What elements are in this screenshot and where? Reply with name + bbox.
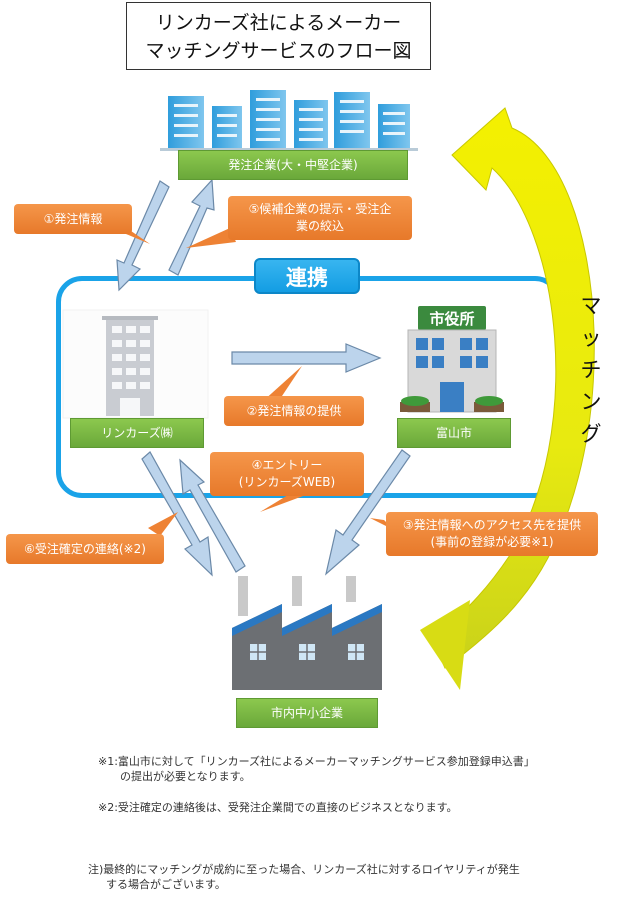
footnote-3-line-1: 注)最終的にマッチングが成約に至った場合、リンカーズ社に対するロイヤリティが発生 xyxy=(88,863,520,876)
footnote-1: ※1:富山市に対して「リンカーズ社によるメーカーマッチングサービス参加登録申込書… xyxy=(98,754,598,784)
arrow-sme-to-linkers xyxy=(179,458,246,573)
step-5-callout: ⑤候補企業の提示・受注企 業の絞込 xyxy=(228,196,412,240)
office-buildings-icon xyxy=(160,90,418,151)
step-3-line-1: ③発注情報へのアクセス先を提供 xyxy=(402,518,582,532)
flow-arrows xyxy=(116,178,411,577)
node-city: 富山市 xyxy=(397,418,511,448)
step-4-line-2: (リンカーズWEB) xyxy=(238,475,336,489)
matching-label: マッチング xyxy=(576,290,606,450)
step-6-callout: ⑥受注確定の連絡(※2) xyxy=(6,534,164,564)
step-4-callout: ④エントリー (リンカーズWEB) xyxy=(210,452,364,496)
factory-icon xyxy=(232,576,382,690)
footnote-1-line-2: の提出が必要となります。 xyxy=(120,770,251,783)
matching-label-char: ン xyxy=(580,390,602,414)
diagram-title: リンカーズ社によるメーカー マッチングサービスのフロー図 xyxy=(126,2,431,70)
step-4-line-1: ④エントリー xyxy=(251,458,323,472)
arrow-linkers-to-orderers xyxy=(168,178,215,276)
matching-label-char: チ xyxy=(580,358,602,382)
office-building-icon xyxy=(62,309,209,419)
title-line-1: リンカーズ社によるメーカー xyxy=(155,12,402,34)
footnote-2: ※2:受注確定の連絡後は、受発注企業間での直接のビジネスとなります。 xyxy=(98,801,458,814)
node-linkers: リンカーズ㈱ xyxy=(70,418,204,448)
footnote-3: 注)最終的にマッチングが成約に至った場合、リンカーズ社に対するロイヤリティが発生… xyxy=(88,862,608,892)
matching-label-char: グ xyxy=(580,422,602,446)
step-3-callout: ③発注情報へのアクセス先を提供 (事前の登録が必要※1) xyxy=(386,512,598,556)
footnote-3-line-2: する場合がございます。 xyxy=(106,878,226,891)
city-hall-sign: 市役所 xyxy=(429,310,474,328)
node-sme: 市内中小企業 xyxy=(236,698,378,728)
title-line-2: マッチングサービスのフロー図 xyxy=(145,40,412,62)
collaboration-label: 連携 xyxy=(254,258,360,294)
arrow-city-to-sme xyxy=(325,449,411,576)
step-2-callout: ②発注情報の提供 xyxy=(224,396,364,426)
arrow-orderers-to-linkers xyxy=(116,180,170,292)
step-5-line-1: ⑤候補企業の提示・受注企 xyxy=(248,202,392,216)
footnote-1-line-1: ※1:富山市に対して「リンカーズ社によるメーカーマッチングサービス参加登録申込書… xyxy=(98,755,535,768)
matching-label-char: マ xyxy=(580,294,602,318)
node-orderers: 発注企業(大・中堅企業) xyxy=(178,150,408,180)
step-1-callout: ①発注情報 xyxy=(14,204,132,234)
matching-label-char: ッ xyxy=(580,326,602,350)
step-5-line-2: 業の絞込 xyxy=(295,219,344,233)
city-hall-icon: 市役所 xyxy=(400,306,504,413)
arrow-linkers-to-sme xyxy=(141,451,213,577)
step-3-line-2: (事前の登録が必要※1) xyxy=(430,535,554,549)
arrow-linkers-to-city xyxy=(231,343,382,373)
